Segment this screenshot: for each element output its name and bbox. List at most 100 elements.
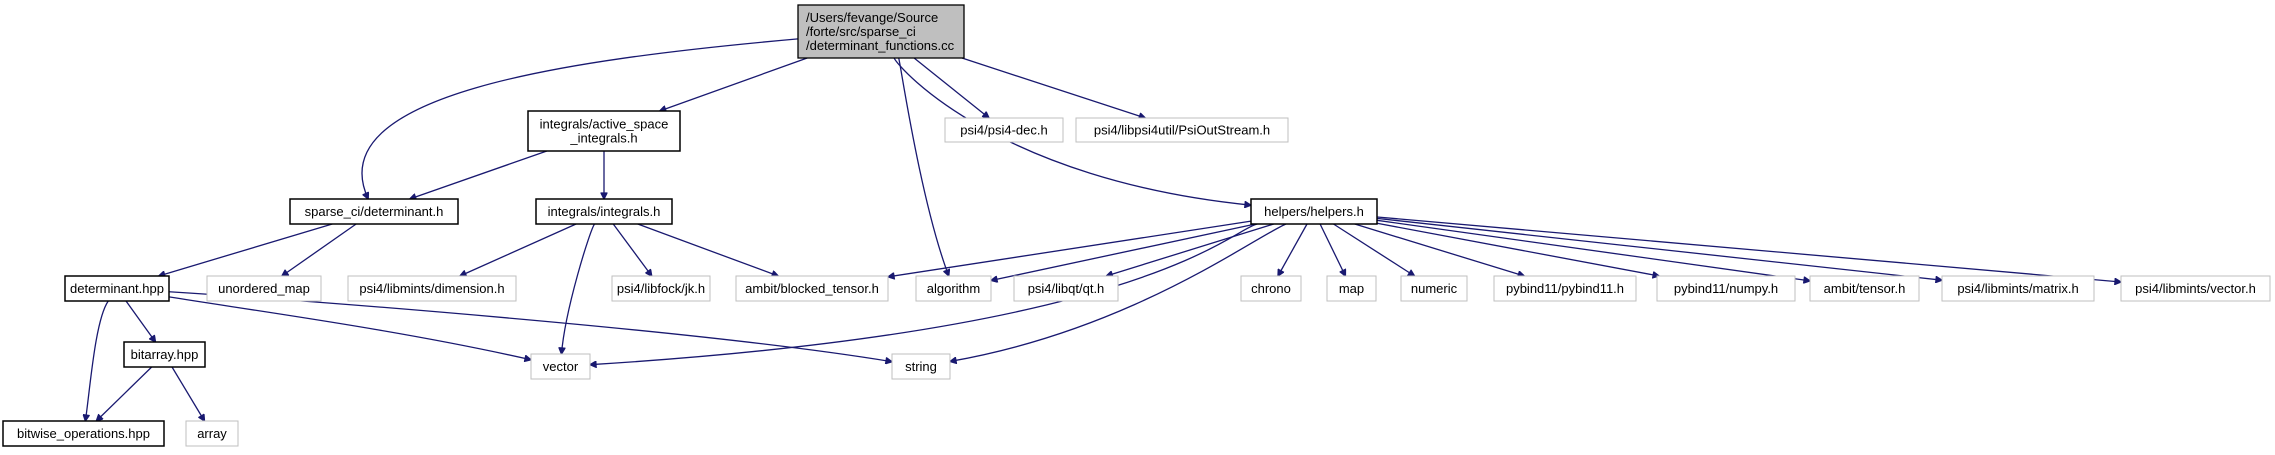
node-chrono: chrono bbox=[1240, 275, 1302, 302]
node-label-dimension-line0: psi4/libmints/dimension.h bbox=[359, 281, 504, 296]
edge-root-to-psioutstream bbox=[961, 57, 1145, 118]
edge-helpers_h-to-numeric bbox=[1333, 223, 1414, 276]
node-box-active_space bbox=[527, 110, 681, 152]
node-label-pybind11-line0: pybind11/pybind11.h bbox=[1506, 281, 1624, 296]
node-unordered_map: unordered_map bbox=[206, 275, 322, 302]
node-active_space[interactable]: integrals/active_space_integrals.h bbox=[527, 110, 681, 152]
node-bitarray[interactable]: bitarray.hpp bbox=[123, 341, 206, 368]
node-label-root-line2: /determinant_functions.cc bbox=[806, 38, 955, 53]
node-box-determinant_hpp bbox=[64, 275, 170, 302]
node-numpy: pybind11/numpy.h bbox=[1656, 275, 1796, 302]
node-determinant_hpp[interactable]: determinant.hpp bbox=[64, 275, 170, 302]
node-box-pybind11 bbox=[1493, 275, 1637, 302]
node-root[interactable]: /Users/fevange/Source/forte/src/sparse_c… bbox=[797, 4, 965, 59]
edge-bitarray-to-bitwise bbox=[96, 366, 153, 421]
node-label-algorithm-line0: algorithm bbox=[927, 281, 980, 296]
edge-helpers_h-to-matrix bbox=[1376, 217, 1942, 280]
node-box-integrals_h bbox=[535, 198, 673, 225]
node-box-matrix bbox=[1941, 275, 2095, 302]
node-box-qt bbox=[1013, 275, 1119, 302]
node-box-vector_h bbox=[2120, 275, 2271, 302]
edge-determinant_hpp-to-bitwise bbox=[85, 300, 109, 421]
node-map: map bbox=[1326, 275, 1377, 302]
node-label-string-line0: string bbox=[905, 359, 937, 374]
node-box-tensor bbox=[1809, 275, 1920, 302]
node-box-helpers_h bbox=[1250, 198, 1378, 225]
node-label-matrix-line0: psi4/libmints/matrix.h bbox=[1957, 281, 2078, 296]
node-box-vector bbox=[530, 353, 591, 380]
node-vector: vector bbox=[530, 353, 591, 380]
edge-integrals_h-to-dimension bbox=[460, 223, 577, 276]
node-helpers_h[interactable]: helpers/helpers.h bbox=[1250, 198, 1378, 225]
node-label-psi4_dec-line0: psi4/psi4-dec.h bbox=[960, 123, 1047, 138]
node-label-integrals_h-line0: integrals/integrals.h bbox=[548, 204, 661, 219]
node-psioutstream: psi4/libpsi4util/PsiOutStream.h bbox=[1075, 117, 1289, 143]
node-box-chrono bbox=[1240, 275, 1302, 302]
edge-helpers_h-to-numpy bbox=[1376, 222, 1659, 276]
edge-determinant_hpp-to-vector bbox=[168, 296, 531, 360]
node-label-jk-line0: psi4/libfock/jk.h bbox=[617, 281, 705, 296]
node-label-active_space-line0: integrals/active_space bbox=[540, 117, 669, 132]
node-box-map bbox=[1326, 275, 1377, 302]
node-box-psioutstream bbox=[1075, 117, 1289, 143]
node-label-qt-line0: psi4/libqt/qt.h bbox=[1028, 281, 1105, 296]
node-box-dimension bbox=[347, 275, 517, 302]
node-box-bitwise bbox=[2, 420, 165, 447]
node-label-psioutstream-line0: psi4/libpsi4util/PsiOutStream.h bbox=[1094, 123, 1270, 138]
node-psi4_dec: psi4/psi4-dec.h bbox=[944, 117, 1064, 143]
node-box-sparse_det bbox=[289, 198, 459, 225]
edges-layer bbox=[85, 38, 2121, 421]
edge-determinant_hpp-to-string bbox=[168, 291, 892, 362]
node-box-string bbox=[891, 353, 951, 380]
node-array: array bbox=[185, 420, 239, 447]
edge-helpers_h-to-algorithm bbox=[991, 223, 1256, 280]
node-label-numeric-line0: numeric bbox=[1411, 281, 1458, 296]
node-box-numpy bbox=[1656, 275, 1796, 302]
node-label-tensor-line0: ambit/tensor.h bbox=[1824, 281, 1906, 296]
node-integrals_h[interactable]: integrals/integrals.h bbox=[535, 198, 673, 225]
node-label-blocked_tensor-line0: ambit/blocked_tensor.h bbox=[745, 281, 879, 296]
node-label-root-line1: /forte/src/sparse_ci bbox=[806, 24, 916, 39]
node-box-blocked_tensor bbox=[735, 275, 889, 302]
node-label-helpers_h-line0: helpers/helpers.h bbox=[1264, 204, 1364, 219]
edge-helpers_h-to-chrono bbox=[1278, 223, 1308, 276]
nodes-layer: /Users/fevange/Source/forte/src/sparse_c… bbox=[2, 4, 2271, 447]
node-string: string bbox=[891, 353, 951, 380]
node-box-root bbox=[797, 4, 965, 59]
node-algorithm: algorithm bbox=[915, 275, 992, 302]
edge-integrals_h-to-jk bbox=[612, 223, 651, 276]
node-box-psi4_dec bbox=[944, 117, 1064, 143]
node-label-determinant_hpp-line0: determinant.hpp bbox=[70, 281, 164, 296]
edge-integrals_h-to-blocked_tensor bbox=[637, 223, 778, 276]
edge-active_space-to-sparse_det bbox=[410, 150, 548, 199]
node-dimension: psi4/libmints/dimension.h bbox=[347, 275, 517, 302]
edge-helpers_h-to-vector_h bbox=[1376, 216, 2121, 282]
node-matrix: psi4/libmints/matrix.h bbox=[1941, 275, 2095, 302]
edge-helpers_h-to-blocked_tensor bbox=[888, 220, 1252, 277]
edge-helpers_h-to-qt bbox=[1106, 223, 1274, 276]
node-label-numpy-line0: pybind11/numpy.h bbox=[1674, 281, 1778, 296]
edge-bitarray-to-array bbox=[171, 366, 204, 421]
edge-root-to-active_space bbox=[660, 57, 808, 111]
node-box-unordered_map bbox=[206, 275, 322, 302]
edge-helpers_h-to-pybind11 bbox=[1354, 223, 1525, 276]
node-label-map-line0: map bbox=[1339, 281, 1364, 296]
node-box-algorithm bbox=[915, 275, 992, 302]
edge-helpers_h-to-map bbox=[1319, 223, 1345, 276]
node-label-vector_h-line0: psi4/libmints/vector.h bbox=[2135, 281, 2256, 296]
edge-sparse_det-to-unordered_map bbox=[282, 223, 357, 276]
node-label-root-line0: /Users/fevange/Source bbox=[806, 10, 938, 25]
edge-sparse_det-to-determinant_hpp bbox=[159, 223, 333, 276]
node-label-sparse_det-line0: sparse_ci/determinant.h bbox=[305, 204, 444, 219]
node-jk: psi4/libfock/jk.h bbox=[611, 275, 711, 302]
node-sparse_det[interactable]: sparse_ci/determinant.h bbox=[289, 198, 459, 225]
node-label-array-line0: array bbox=[197, 426, 227, 441]
node-label-unordered_map-line0: unordered_map bbox=[218, 281, 310, 296]
node-bitwise[interactable]: bitwise_operations.hpp bbox=[2, 420, 165, 447]
node-box-numeric bbox=[1400, 275, 1468, 302]
edge-helpers_h-to-tensor bbox=[1376, 219, 1810, 281]
node-numeric: numeric bbox=[1400, 275, 1468, 302]
edge-integrals_h-to-vector bbox=[561, 223, 596, 354]
node-label-chrono-line0: chrono bbox=[1251, 281, 1291, 296]
